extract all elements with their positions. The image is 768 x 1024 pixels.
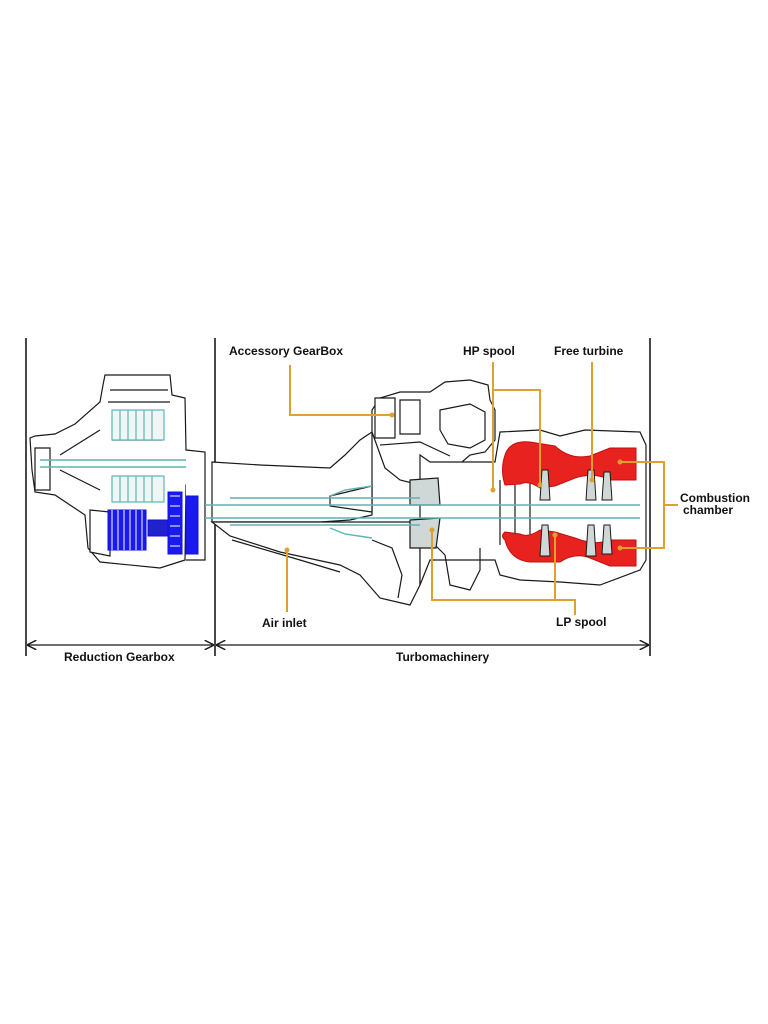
leader-lp-spool xyxy=(431,530,556,601)
turbine-blades xyxy=(539,469,613,557)
main-shaft xyxy=(205,485,640,539)
combustion-chambers xyxy=(502,441,637,567)
section-turbomachinery: Turbomachinery xyxy=(396,650,490,664)
turbomachinery-drawing xyxy=(210,379,647,606)
label-air-inlet: Air inlet xyxy=(262,616,307,630)
leader-dots xyxy=(284,412,623,553)
leader-lp-spool-right xyxy=(555,599,576,615)
combustion-chamber-lower xyxy=(502,529,637,567)
reduction-gears xyxy=(107,491,199,555)
combustion-chamber-upper xyxy=(502,441,637,489)
leader-accessory-gearbox xyxy=(289,365,392,416)
label-lp-spool: LP spool xyxy=(556,615,607,629)
label-hp-spool: HP spool xyxy=(463,344,515,358)
leader-lines xyxy=(286,362,678,615)
section-reduction-gearbox: Reduction Gearbox xyxy=(64,650,175,664)
label-free-turbine: Free turbine xyxy=(554,344,624,358)
leader-hp-spool-branch xyxy=(493,389,541,485)
label-combustion-chamber-2: chamber xyxy=(683,503,734,517)
label-combustion-chamber-1: Combustion xyxy=(680,491,750,505)
label-accessory-gearbox: Accessory GearBox xyxy=(229,344,344,358)
